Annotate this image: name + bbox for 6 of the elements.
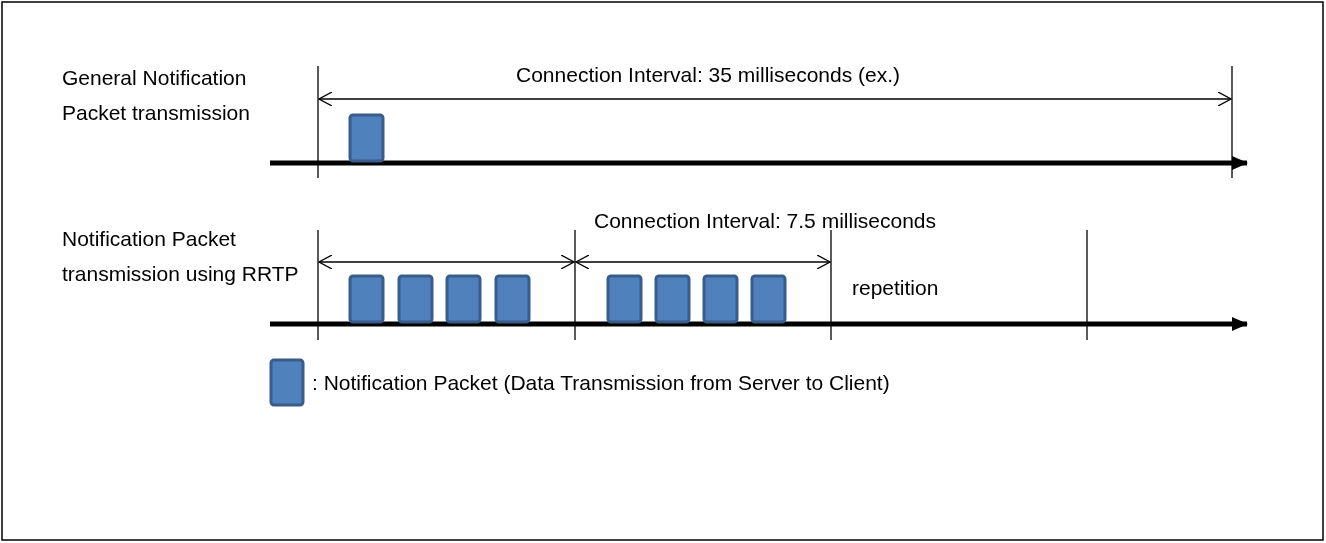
text-label: Notification Packet transmission using RRTP: [62, 226, 300, 287]
text-label: Connection Interval: 35 milliseconds (ex.): [516, 62, 900, 88]
text-label: Connection Interval: 7.5 milliseconds: [594, 208, 936, 234]
text-label: repetition: [852, 275, 939, 301]
text-label: General Notification Packet transmission: [62, 65, 251, 126]
legend-text: : Notification Packet (Data Transmission from Server to Client): [312, 370, 890, 396]
